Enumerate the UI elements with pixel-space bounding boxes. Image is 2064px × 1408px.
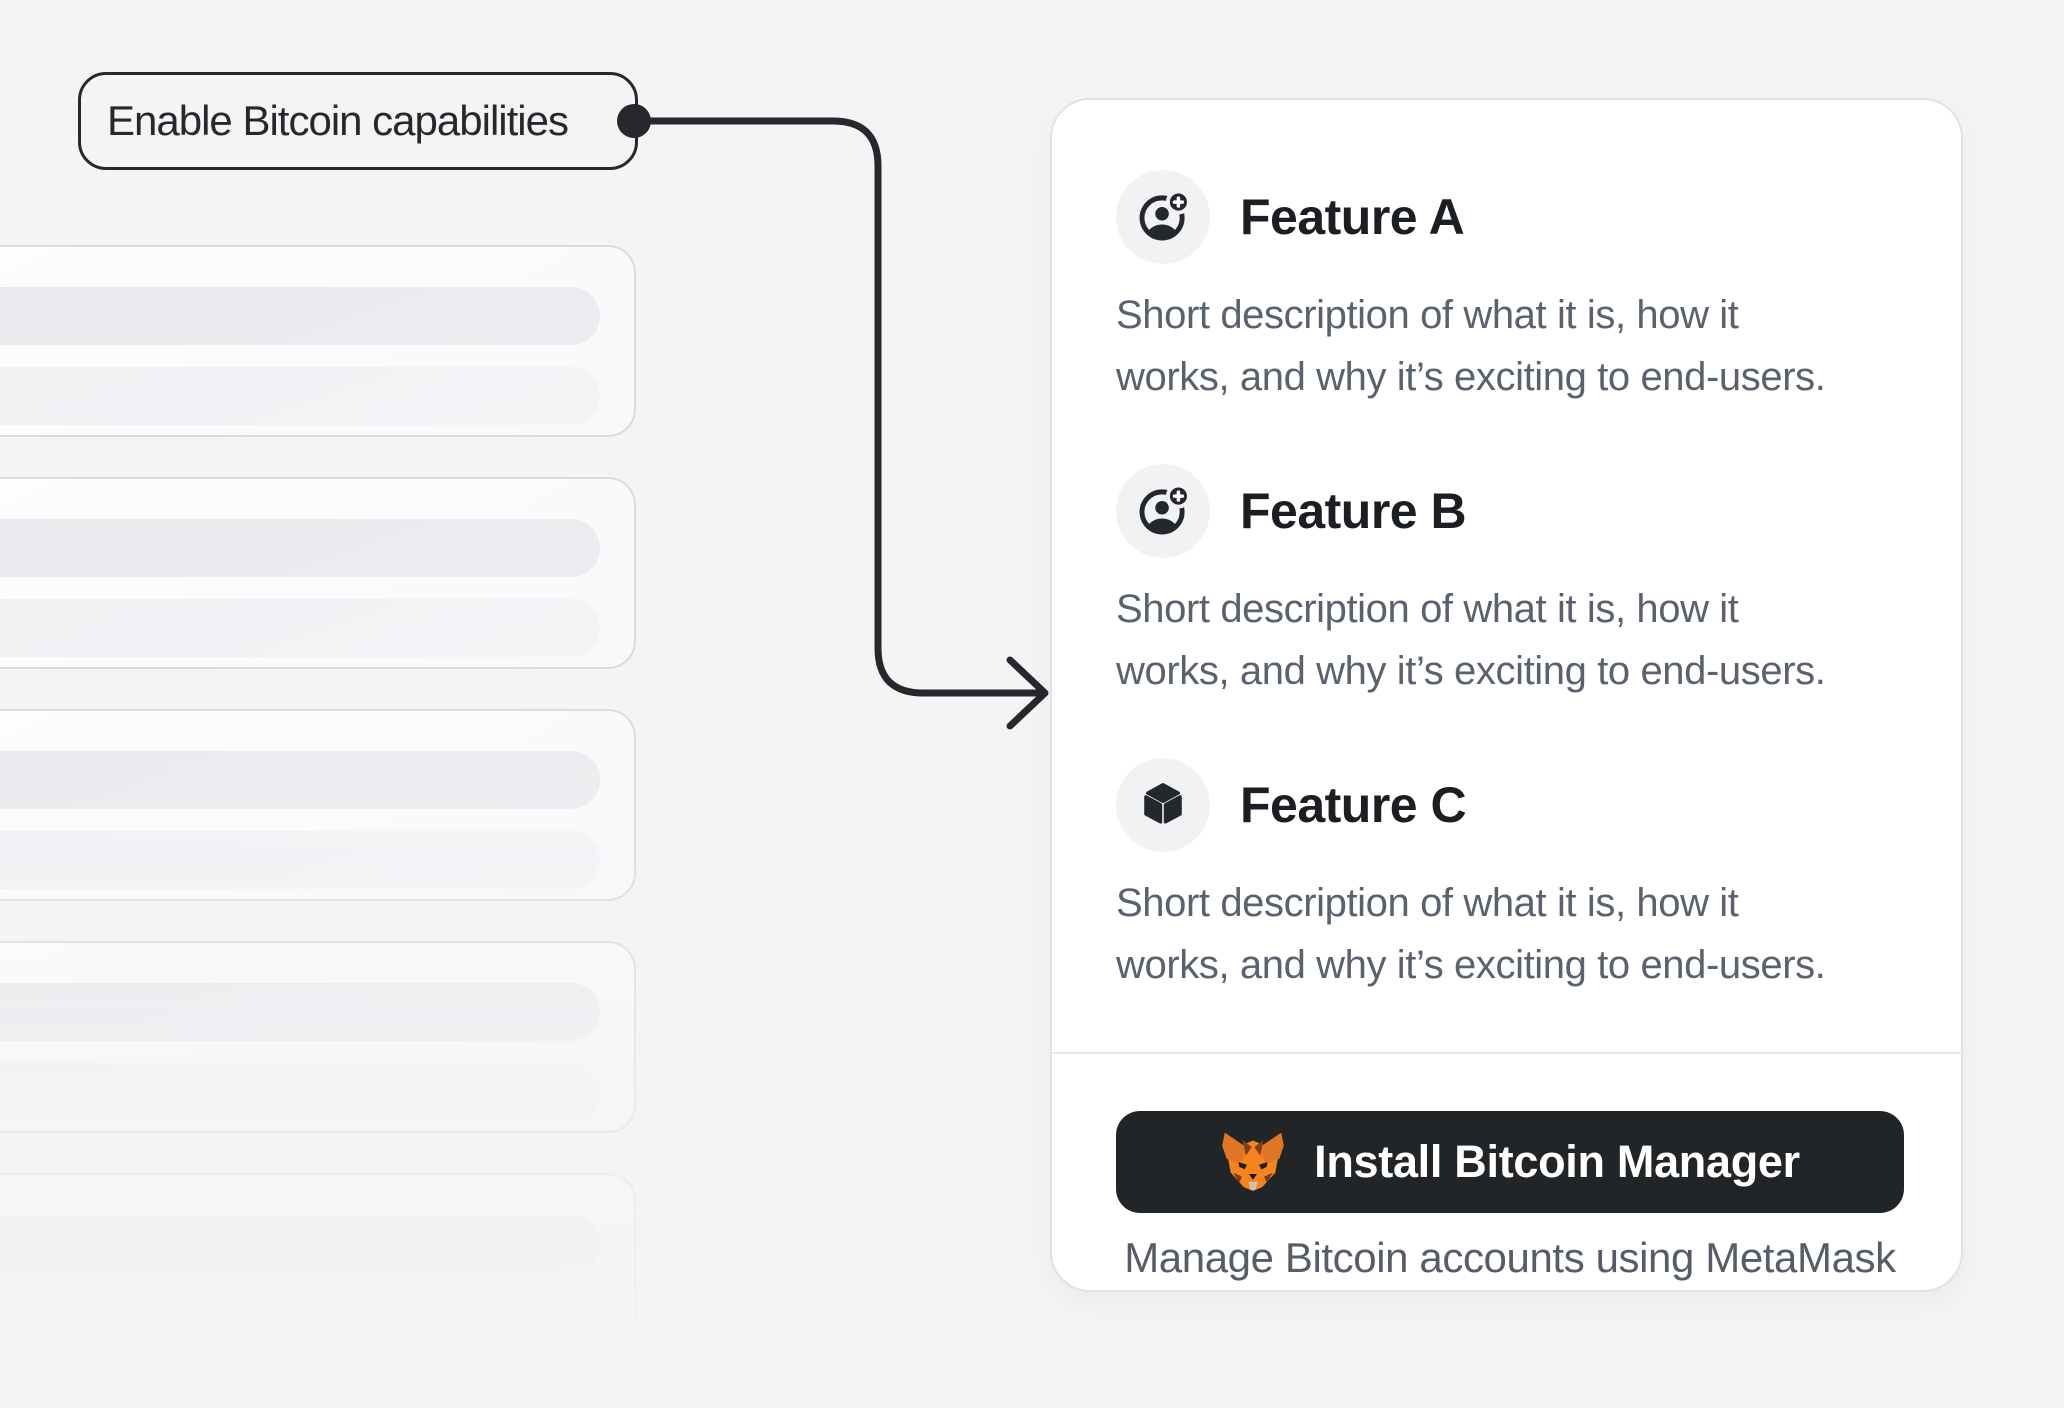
skeleton-bar [0, 599, 600, 657]
feature-a-title: Feature A [1240, 189, 1465, 245]
card-divider [1052, 1052, 1961, 1054]
arrowhead-icon [1006, 656, 1049, 730]
skeleton-bar [0, 983, 600, 1041]
account-add-icon [1139, 189, 1191, 241]
feature-row-a: Feature A Short description of what it i… [1116, 170, 1904, 408]
skeleton-card-stack [0, 245, 636, 1405]
feature-b-description: Short description of what it is, how it … [1116, 578, 1904, 702]
skeleton-card [0, 941, 636, 1133]
skeleton-bar [0, 831, 600, 889]
feature-c-title: Feature C [1240, 777, 1467, 833]
account-add-icon [1139, 483, 1191, 535]
feature-b-title: Feature B [1240, 483, 1467, 539]
callout-label: Enable Bitcoin capabilities [78, 72, 638, 170]
feature-b-icon-circle [1116, 464, 1210, 558]
skeleton-card [0, 1173, 636, 1365]
feature-c-icon-circle [1116, 758, 1210, 852]
skeleton-card [0, 477, 636, 669]
feature-c-description-line1: Short description of what it is, how it [1116, 881, 1739, 925]
feature-a-icon-circle [1116, 170, 1210, 264]
callout-label-text: Enable Bitcoin capabilities [107, 97, 569, 144]
feature-c-header: Feature C [1116, 758, 1904, 852]
skeleton-card [0, 709, 636, 901]
skeleton-bar [0, 519, 600, 577]
feature-b-description-line2: works, and why it’s exciting to end-user… [1116, 649, 1826, 693]
feature-c-description-line2: works, and why it’s exciting to end-user… [1116, 943, 1826, 987]
feature-card: Feature A Short description of what it i… [1050, 98, 1963, 1292]
cta-section: Install Bitcoin Manager Manage Bitcoin a… [1116, 1054, 1904, 1281]
feature-a-header: Feature A [1116, 170, 1904, 264]
feature-a-description-line2: works, and why it’s exciting to end-user… [1116, 355, 1826, 399]
feature-a-description: Short description of what it is, how it … [1116, 284, 1904, 408]
feature-b-description-line1: Short description of what it is, how it [1116, 587, 1739, 631]
skeleton-bar [0, 751, 600, 809]
feature-a-description-line1: Short description of what it is, how it [1116, 293, 1739, 337]
skeleton-bar [0, 287, 600, 345]
install-button-label: Install Bitcoin Manager [1314, 1136, 1800, 1187]
skeleton-bar [0, 1215, 600, 1273]
feature-c-description: Short description of what it is, how it … [1116, 872, 1904, 996]
feature-b-header: Feature B [1116, 464, 1904, 558]
cube-icon [1144, 783, 1182, 824]
feature-card-body: Feature A Short description of what it i… [1052, 100, 1961, 1281]
feature-row-b: Feature B Short description of what it i… [1116, 464, 1904, 702]
skeleton-bar [0, 1295, 600, 1353]
install-bitcoin-manager-button[interactable]: Install Bitcoin Manager [1116, 1111, 1904, 1213]
skeleton-card [0, 245, 636, 437]
metamask-fox-icon [1222, 1132, 1284, 1191]
skeleton-bar [0, 367, 600, 425]
feature-row-c: Feature C Short description of what it i… [1116, 758, 1904, 996]
skeleton-bar [0, 1063, 600, 1121]
metamask-caption: Manage Bitcoin accounts using MetaMask [1124, 1234, 1896, 1281]
